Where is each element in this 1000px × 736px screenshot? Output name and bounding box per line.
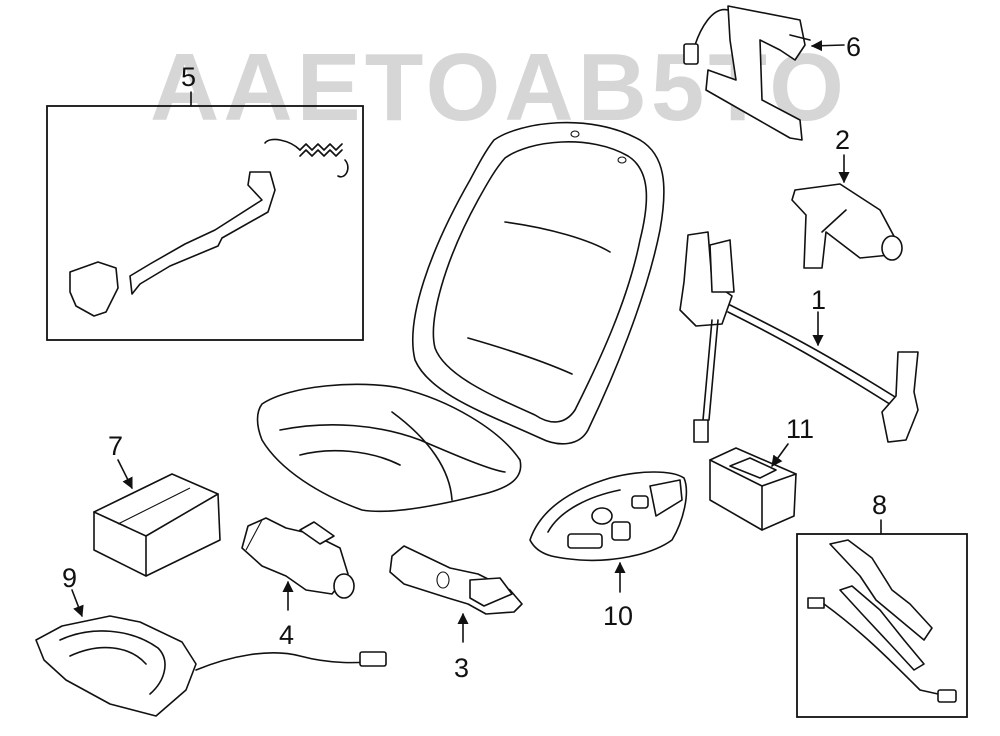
part-number-1: 1 — [811, 285, 826, 315]
part-number-10: 10 — [603, 601, 633, 631]
part-number-3: 3 — [454, 653, 469, 683]
part-1-shape — [679, 231, 919, 443]
part-7-shape — [93, 473, 221, 577]
part-number-2: 2 — [835, 125, 850, 155]
part-number-6: 6 — [846, 32, 861, 62]
part-3-shape — [389, 545, 523, 615]
part-6-shape — [683, 5, 811, 141]
seat-back-shape — [412, 121, 665, 445]
part-5-group — [46, 91, 364, 341]
part-2-shape — [791, 183, 903, 269]
part-number-4: 4 — [279, 620, 294, 650]
lever-cap-shape — [69, 261, 119, 317]
leader-arrows — [71, 40, 850, 643]
part-4-shape — [241, 517, 355, 599]
lever-shape — [129, 171, 276, 295]
part-11-shape — [709, 447, 797, 531]
part-9-shape — [35, 615, 387, 717]
part-8-group — [796, 519, 968, 718]
part-number-9: 9 — [62, 563, 77, 593]
part-number-7: 7 — [108, 431, 123, 461]
spring-shape — [264, 138, 349, 178]
part-8-frame — [796, 533, 968, 718]
seat-cushion-shape — [256, 383, 522, 513]
part-number-11: 11 — [786, 414, 814, 444]
part-number-5: 5 — [181, 62, 196, 92]
part-number-8: 8 — [872, 490, 887, 520]
part-5-frame — [46, 105, 364, 341]
part-labels: 1 2 3 4 5 6 7 8 9 10 11 — [62, 32, 887, 683]
part-10-shape — [529, 471, 688, 562]
